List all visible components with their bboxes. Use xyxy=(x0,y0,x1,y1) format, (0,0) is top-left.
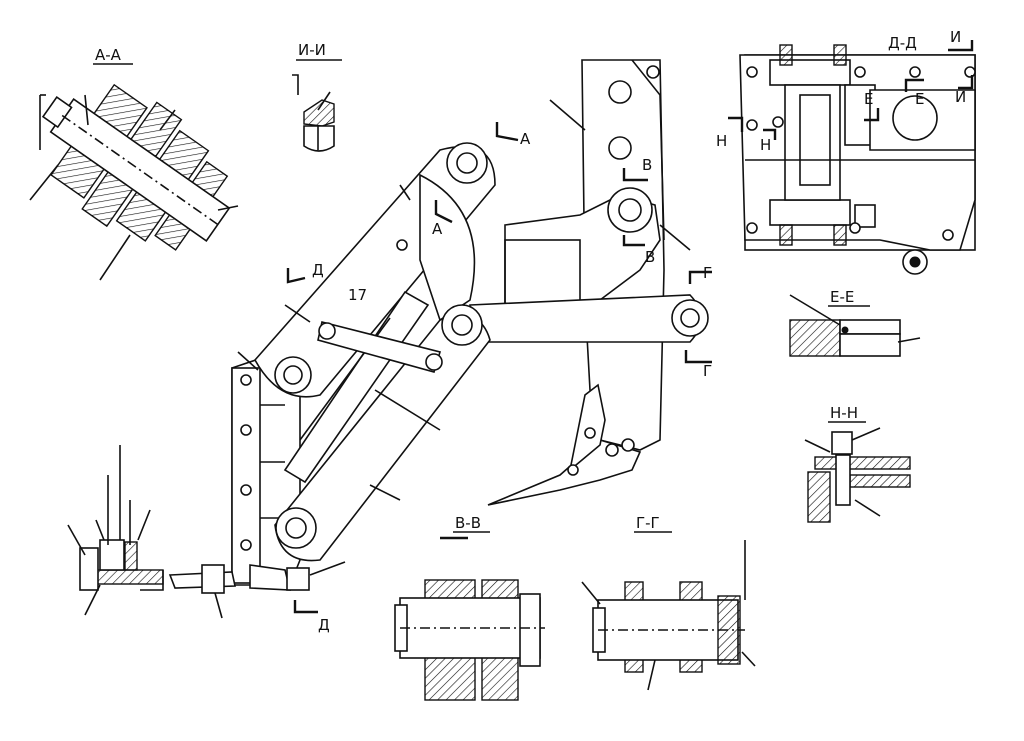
svg-text:И: И xyxy=(955,88,966,106)
svg-text:Д: Д xyxy=(312,261,324,279)
section-nn-view: Н-Н xyxy=(804,404,911,523)
section-ee-view: Е-Е xyxy=(789,288,921,357)
marker-i-side: И xyxy=(955,75,974,106)
marker-e-right: Е xyxy=(904,78,924,108)
marker-a-top: А xyxy=(495,122,531,148)
section-dd-title: Д-Д xyxy=(888,34,917,52)
marker-v-mid: В xyxy=(622,235,655,266)
marker-i-top: И xyxy=(948,28,974,52)
section-ii-title: И-И xyxy=(298,41,326,59)
svg-text:Е: Е xyxy=(915,90,924,108)
section-gg-view: Г-Г xyxy=(581,514,756,691)
svg-text:И: И xyxy=(950,28,961,46)
marker-a-mid: А xyxy=(432,200,453,238)
section-vv-title: В-В xyxy=(455,514,481,532)
svg-text:Д: Д xyxy=(318,616,330,634)
svg-text:Г: Г xyxy=(703,362,712,380)
marker-v-top: В xyxy=(622,156,652,182)
marker-g-top: Г xyxy=(688,264,712,284)
svg-text:Н: Н xyxy=(716,132,727,150)
marker-n-right: Н xyxy=(760,128,777,154)
section-dd-view: Д-Д И И xyxy=(716,28,976,275)
section-aa-view: А-А xyxy=(29,46,239,281)
callout-17: 17 xyxy=(348,286,367,304)
marker-d-top: Д xyxy=(286,261,324,284)
detail-bottom-left xyxy=(67,445,164,616)
section-ee-title: Е-Е xyxy=(830,288,854,306)
svg-text:Е: Е xyxy=(864,90,873,108)
marker-e-left: Е xyxy=(864,90,880,122)
svg-text:А: А xyxy=(520,130,531,148)
marker-d-bottom: Д xyxy=(293,600,330,634)
section-gg-title: Г-Г xyxy=(636,514,660,532)
section-aa-title: А-А xyxy=(95,46,122,64)
svg-text:А: А xyxy=(432,220,443,238)
marker-g-bottom: Г xyxy=(684,350,712,380)
marker-n-left: Н xyxy=(716,116,744,150)
section-vv-view: В-В xyxy=(394,514,545,701)
svg-text:Н: Н xyxy=(760,136,771,154)
svg-text:Г: Г xyxy=(703,264,712,282)
svg-text:В: В xyxy=(642,156,652,174)
section-nn-title: Н-Н xyxy=(830,404,858,422)
section-ii-view: И-И xyxy=(292,41,342,152)
svg-text:В: В xyxy=(645,248,655,266)
ripper-assembly: 17 А А Д Д В В Г xyxy=(168,59,712,634)
